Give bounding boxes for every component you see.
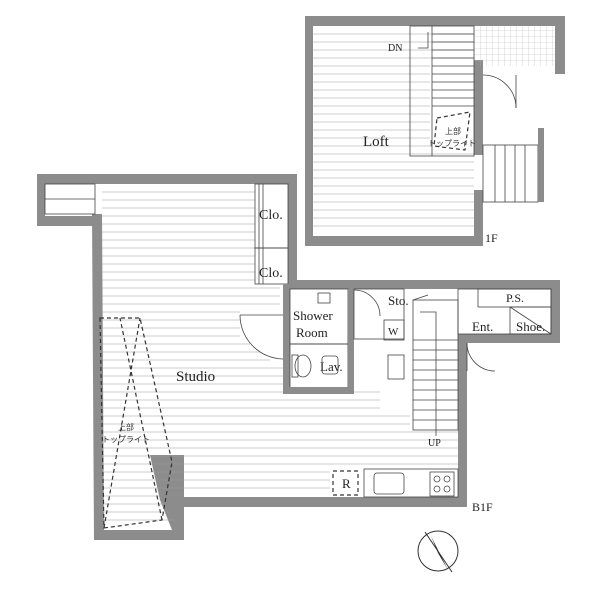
lav-basin <box>321 355 339 375</box>
washer-box <box>383 319 405 341</box>
shoe-label: Shoe. <box>516 319 545 334</box>
dn-label: DN <box>388 43 402 54</box>
studio-skylight-outline <box>99 317 173 529</box>
loft-stair-treads <box>431 26 474 156</box>
shower-label-line2: Room <box>296 325 328 340</box>
shower-label-line1: Shower <box>293 308 333 323</box>
balcony-wall <box>555 16 565 74</box>
loft-top-wall <box>305 16 565 26</box>
toilet-icon <box>294 354 312 378</box>
entrance-door-swing <box>466 342 496 372</box>
loft-bottom-wall <box>305 236 483 246</box>
b1-left-wall <box>92 214 104 540</box>
ps-label: P.S. <box>506 291 524 305</box>
compass-icon <box>417 530 459 573</box>
balcony-tiles <box>474 26 555 66</box>
up-label: UP <box>428 438 441 449</box>
entrance-label: Ent. <box>472 319 493 334</box>
storage-closet <box>353 288 405 340</box>
wash-basin <box>387 354 405 380</box>
stove <box>429 471 455 497</box>
b1-window-ledge <box>37 216 97 226</box>
b1-upper-left-wall <box>37 174 45 226</box>
b1-entrance-right-wall <box>551 280 560 343</box>
kitchen-counter <box>363 468 459 498</box>
b1-entrance-bottom-wall <box>458 334 560 343</box>
b1-bottom-wall <box>176 497 467 507</box>
storage-door-swing <box>353 289 381 317</box>
entrance-area <box>457 288 552 372</box>
loft-stair-opening <box>409 25 475 157</box>
shower-fixture <box>317 292 331 304</box>
bath-door-swing <box>239 314 284 360</box>
studio-skylight-line1: 上部 <box>118 422 134 432</box>
loft-skylight-line2: トップライト <box>428 139 476 148</box>
b1-bottom-notch-wall <box>150 455 184 540</box>
storage-label: Sto. <box>388 293 409 308</box>
dn-arrow <box>418 32 429 49</box>
loft-door-swing <box>482 74 517 109</box>
refrigerator-label: R <box>342 476 351 491</box>
bath-block <box>283 284 354 394</box>
closets <box>254 183 289 285</box>
studio-skylight-line2: トップライト <box>102 435 150 444</box>
floor-label-1f: 1F <box>485 231 498 245</box>
b1-stairs <box>412 294 459 436</box>
washer-label: W <box>388 326 399 338</box>
studio-label: Studio <box>176 369 215 385</box>
lower-floor-plan: Studio Clo. Clo. Shower Room Lav. Sto. W… <box>37 174 560 540</box>
closet-2-label: Clo. <box>259 266 283 281</box>
b1-bottom-left-wall <box>94 530 184 540</box>
upper-floor-plan: Loft DN 上部 トップライト 1F <box>305 16 565 246</box>
floor-label-b1f: B1F <box>472 500 493 514</box>
exterior-stairs <box>482 128 544 203</box>
kitchen-sink <box>373 472 405 495</box>
b1-right-wall <box>458 340 467 507</box>
loft-skylight-outline <box>433 111 471 151</box>
up-arrow <box>420 311 437 436</box>
loft-right-wall-upper <box>474 60 483 155</box>
b1-closet-right-wall <box>288 174 297 284</box>
shoe-cabinet <box>509 306 552 335</box>
refrigerator-space <box>332 470 359 496</box>
loft-label: Loft <box>363 134 390 150</box>
lav-label: Lav. <box>320 359 343 374</box>
b1-top-wall <box>37 174 297 184</box>
loft-left-wall <box>305 16 313 246</box>
b1-mid-top-wall <box>288 280 560 289</box>
loft-right-wall-lower <box>474 190 483 246</box>
loft-floor-boards <box>313 33 474 227</box>
loft-skylight-line1: 上部 <box>445 126 461 136</box>
closet-1-label: Clo. <box>259 208 283 223</box>
